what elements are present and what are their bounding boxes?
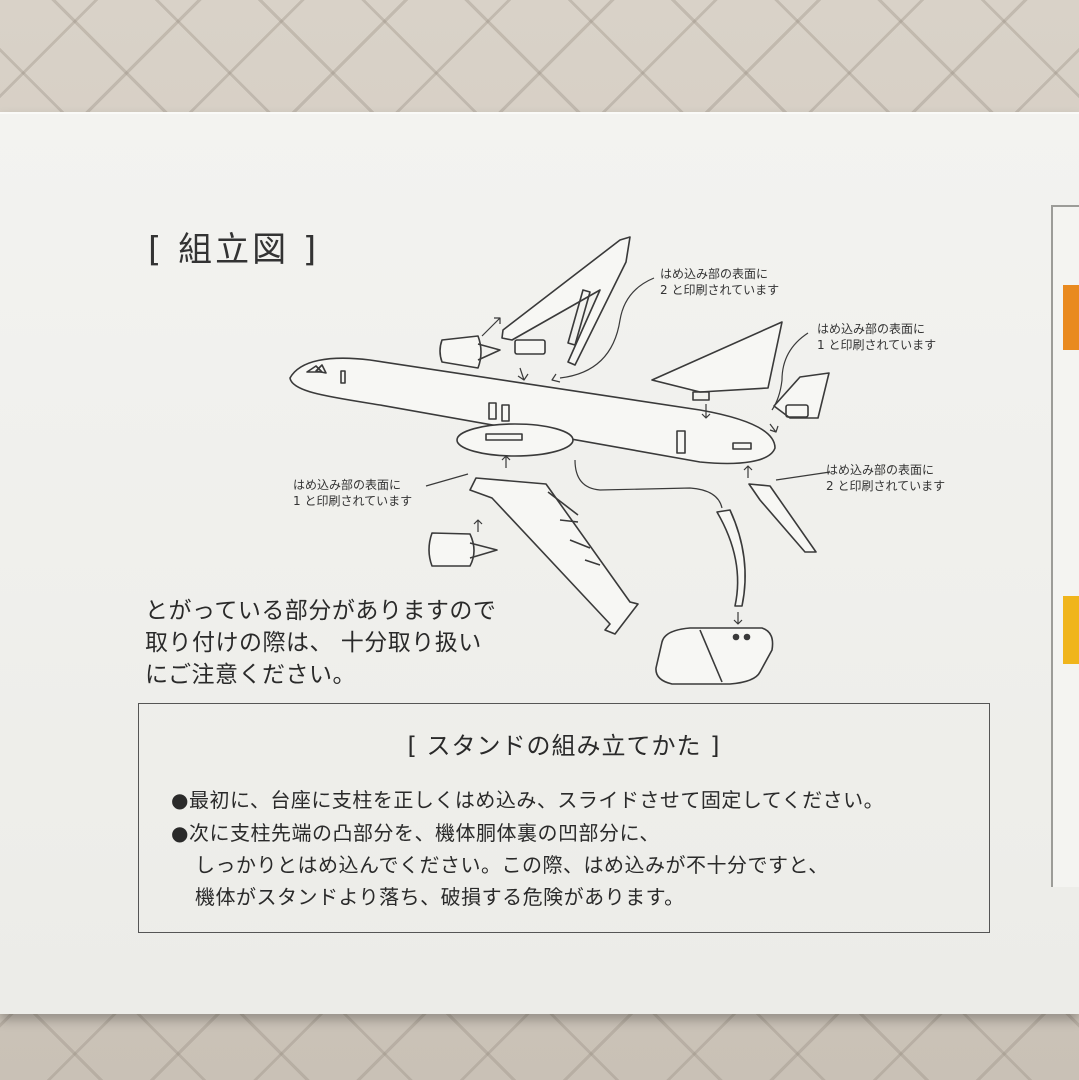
assembly-title: [ 組立図 ]: [148, 230, 320, 270]
stabilizer-tab: [692, 391, 710, 401]
note-line: はめ込み部の表面に: [826, 463, 935, 477]
lower-engine-nozzle: [469, 542, 498, 559]
upper-engine: [439, 335, 482, 369]
assembly-arrows: [425, 277, 831, 625]
model-box: [0, 112, 1079, 1014]
instruction-line: しっかりとはめ込んでください。この際、はめ込みが不十分ですと、: [195, 853, 829, 877]
stand-base-divider: [699, 629, 723, 683]
instruction-line: ●最初に、台座に支柱を正しくはめ込み、スライドさせて固定してください。: [171, 788, 885, 812]
lower-wing-flaps: [547, 491, 601, 566]
lower-wing: [469, 477, 639, 635]
tail-slot: [732, 442, 752, 450]
caution-line: にご注意ください。: [145, 662, 357, 688]
stand-instructions-title: [ スタンドの組み立てかた ]: [407, 732, 721, 760]
yellow-stripe: [1063, 596, 1079, 664]
wing-slot-right: [501, 404, 510, 422]
right-stabilizer: [651, 321, 783, 393]
note-lower-wing: はめ込み部の表面に 1 と印刷されています: [293, 477, 412, 509]
note-line: はめ込み部の表面に: [293, 478, 402, 492]
tail-tab: [785, 404, 809, 418]
note-line: 1 と印刷されています: [293, 494, 413, 508]
note-line: はめ込み部の表面に: [817, 322, 926, 336]
caution-text: とがっている部分がありますので 取り付けの際は、 十分取り扱い にご注意ください…: [145, 595, 496, 691]
note-line: はめ込み部の表面に: [660, 267, 769, 281]
note-upper-wing: はめ込み部の表面に 2 と印刷されています: [660, 266, 779, 298]
upper-wing: [501, 236, 631, 366]
note-tail: はめ込み部の表面に 1 と印刷されています: [817, 321, 936, 353]
vertical-tail: [773, 372, 830, 419]
caution-line: とがっている部分がありますので: [145, 598, 497, 624]
orange-stripe: [1063, 285, 1079, 350]
upper-engine-nozzle: [477, 343, 501, 361]
upper-wing-edge: [567, 289, 591, 346]
wing-slot-left: [488, 402, 497, 420]
note-line: 2 と印刷されています: [660, 283, 780, 297]
belly-slot: [485, 433, 523, 441]
lower-engine: [428, 532, 475, 567]
upper-wing-tab: [514, 339, 546, 355]
note-line: 1 と印刷されています: [817, 338, 937, 352]
caution-line: 取り付けの際は、 十分取り扱い: [145, 630, 482, 656]
stand-post: [716, 509, 746, 607]
note-line: 2 と印刷されています: [826, 479, 946, 493]
cockpit-window-2: [315, 364, 327, 374]
door: [340, 370, 346, 384]
fuselage: [289, 357, 776, 465]
note-stabilizer: はめ込み部の表面に 2 と印刷されています: [826, 462, 945, 494]
instruction-line: 機体がスタンドより落ち、破損する危険があります。: [195, 885, 685, 909]
base-dot-2: [743, 633, 751, 641]
left-stabilizer: [748, 483, 817, 553]
stand-base: [655, 627, 774, 685]
instruction-line: ●次に支柱先端の凸部分を、機体胴体裏の凹部分に、: [171, 821, 660, 845]
rear-door: [676, 430, 686, 454]
stand-instructions-box: [ スタンドの組み立てかた ] ●最初に、台座に支柱を正しくはめ込み、スライドさ…: [138, 703, 990, 933]
base-dot-1: [732, 633, 740, 641]
